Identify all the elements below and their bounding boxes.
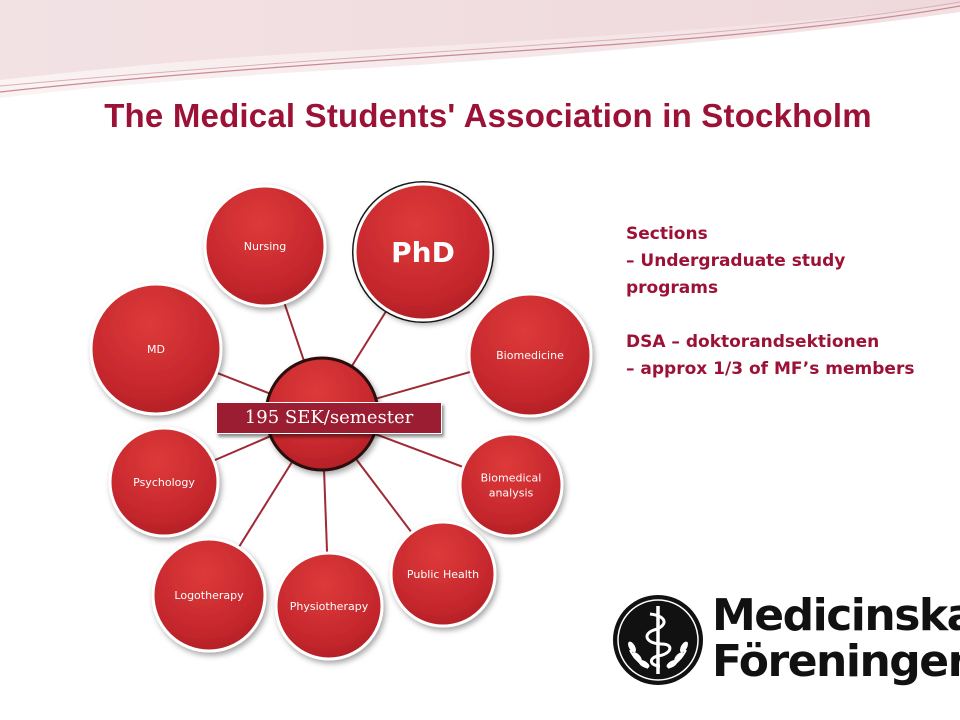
node-physiotherapy: Physiotherapy bbox=[274, 551, 384, 661]
node-phd: PhD bbox=[352, 181, 494, 323]
medicinska-foreningen-logo: Medicinska Föreningen bbox=[612, 592, 960, 688]
node-circle-md bbox=[89, 282, 223, 416]
node-label-biomedical-analysis: analysis bbox=[489, 486, 534, 499]
sections-line-programs: programs bbox=[626, 278, 719, 298]
sections-line-undergraduate: – Undergraduate study bbox=[626, 251, 846, 271]
node-circle-physiotherapy bbox=[274, 551, 384, 661]
node-nursing: Nursing bbox=[203, 184, 327, 308]
node-label-md: MD bbox=[147, 343, 165, 356]
node-md: MD bbox=[89, 282, 223, 416]
membership-fee-label: 195 SEK/semester bbox=[216, 402, 442, 434]
node-label-biomedicine: Biomedicine bbox=[496, 349, 564, 362]
dsa-members-line: – approx 1/3 of MF’s members bbox=[626, 359, 915, 379]
node-label-nursing: Nursing bbox=[244, 240, 286, 253]
node-label-logotherapy: Logotherapy bbox=[174, 589, 244, 602]
aesculapius-seal-icon bbox=[613, 595, 703, 685]
node-circle-nursing bbox=[203, 184, 327, 308]
node-public-health: Public Health bbox=[389, 520, 497, 628]
node-circle-public-health bbox=[389, 520, 497, 628]
node-circle-biomedical-analysis bbox=[458, 432, 564, 538]
node-circle-psychology bbox=[108, 426, 220, 538]
logo-text-foreningen: Föreningen bbox=[712, 636, 960, 687]
node-psychology: Psychology bbox=[108, 426, 220, 538]
node-circle-phd bbox=[353, 182, 493, 322]
node-label-physiotherapy: Physiotherapy bbox=[290, 600, 369, 613]
node-label-biomedical-analysis: Biomedical bbox=[481, 471, 542, 484]
node-biomedical-analysis: Biomedical analysis bbox=[458, 432, 564, 538]
node-circle-logotherapy bbox=[151, 537, 267, 653]
node-biomedicine: Biomedicine bbox=[467, 292, 593, 418]
logo-text-medicinska: Medicinska bbox=[712, 590, 960, 641]
node-label-public-health: Public Health bbox=[407, 568, 479, 581]
node-logotherapy: Logotherapy bbox=[151, 537, 267, 653]
sections-heading: Sections bbox=[626, 224, 708, 244]
node-label-psychology: Psychology bbox=[133, 476, 195, 489]
dsa-line: DSA – doktorandsektionen bbox=[626, 332, 880, 352]
sections-description: Sections – Undergraduate study programs … bbox=[626, 221, 956, 383]
page-title: The Medical Students' Association in Sto… bbox=[104, 97, 872, 134]
node-label-phd: PhD bbox=[391, 236, 455, 269]
node-circle-biomedicine bbox=[467, 292, 593, 418]
